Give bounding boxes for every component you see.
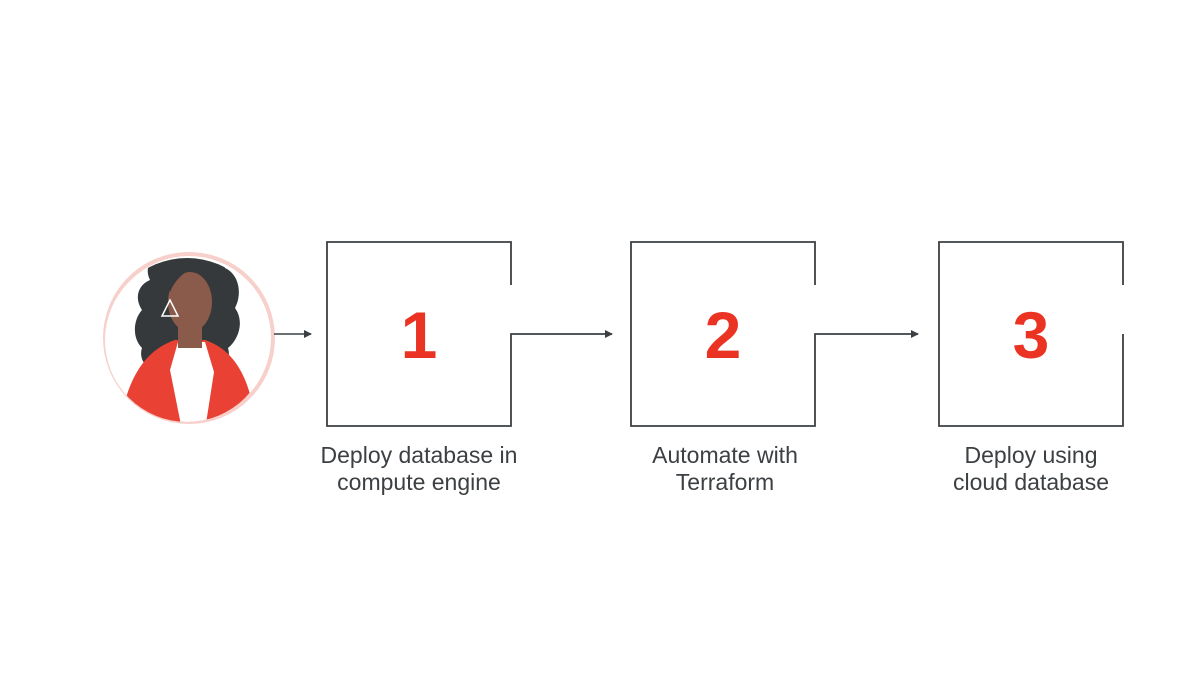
avatar-face (168, 272, 212, 332)
step-3-number: 3 (1013, 298, 1050, 372)
step-1-label-line-2: compute engine (337, 469, 501, 495)
step-1-box: 1 (326, 241, 613, 427)
step-3-label-line-2: cloud database (952, 469, 1109, 495)
step-1-number: 1 (401, 298, 438, 372)
step-3-label: Deploy using cloud database (881, 442, 1181, 496)
avatar-ring (103, 252, 275, 424)
person-avatar-icon (103, 252, 275, 424)
step-3-label-line-1: Deploy using (964, 442, 1098, 468)
step-1-label-line-1: Deploy database in (320, 442, 518, 468)
step-3-outline (938, 241, 1124, 427)
step-2-box: 2 (630, 241, 919, 427)
triangle-earring-icon (160, 298, 180, 317)
step-1-label: Deploy database in compute engine (269, 442, 569, 496)
step-2-label-line-1: Automate with (652, 442, 798, 468)
step-2-number: 2 (705, 298, 742, 372)
step-1-outline (326, 241, 613, 427)
step-2-label-line-2: Terraform (675, 469, 775, 495)
step-3-box: 3 (938, 241, 1124, 427)
step-2-outline (630, 241, 919, 427)
step-2-label: Automate with Terraform (575, 442, 875, 496)
avatar-shirt (170, 342, 214, 422)
